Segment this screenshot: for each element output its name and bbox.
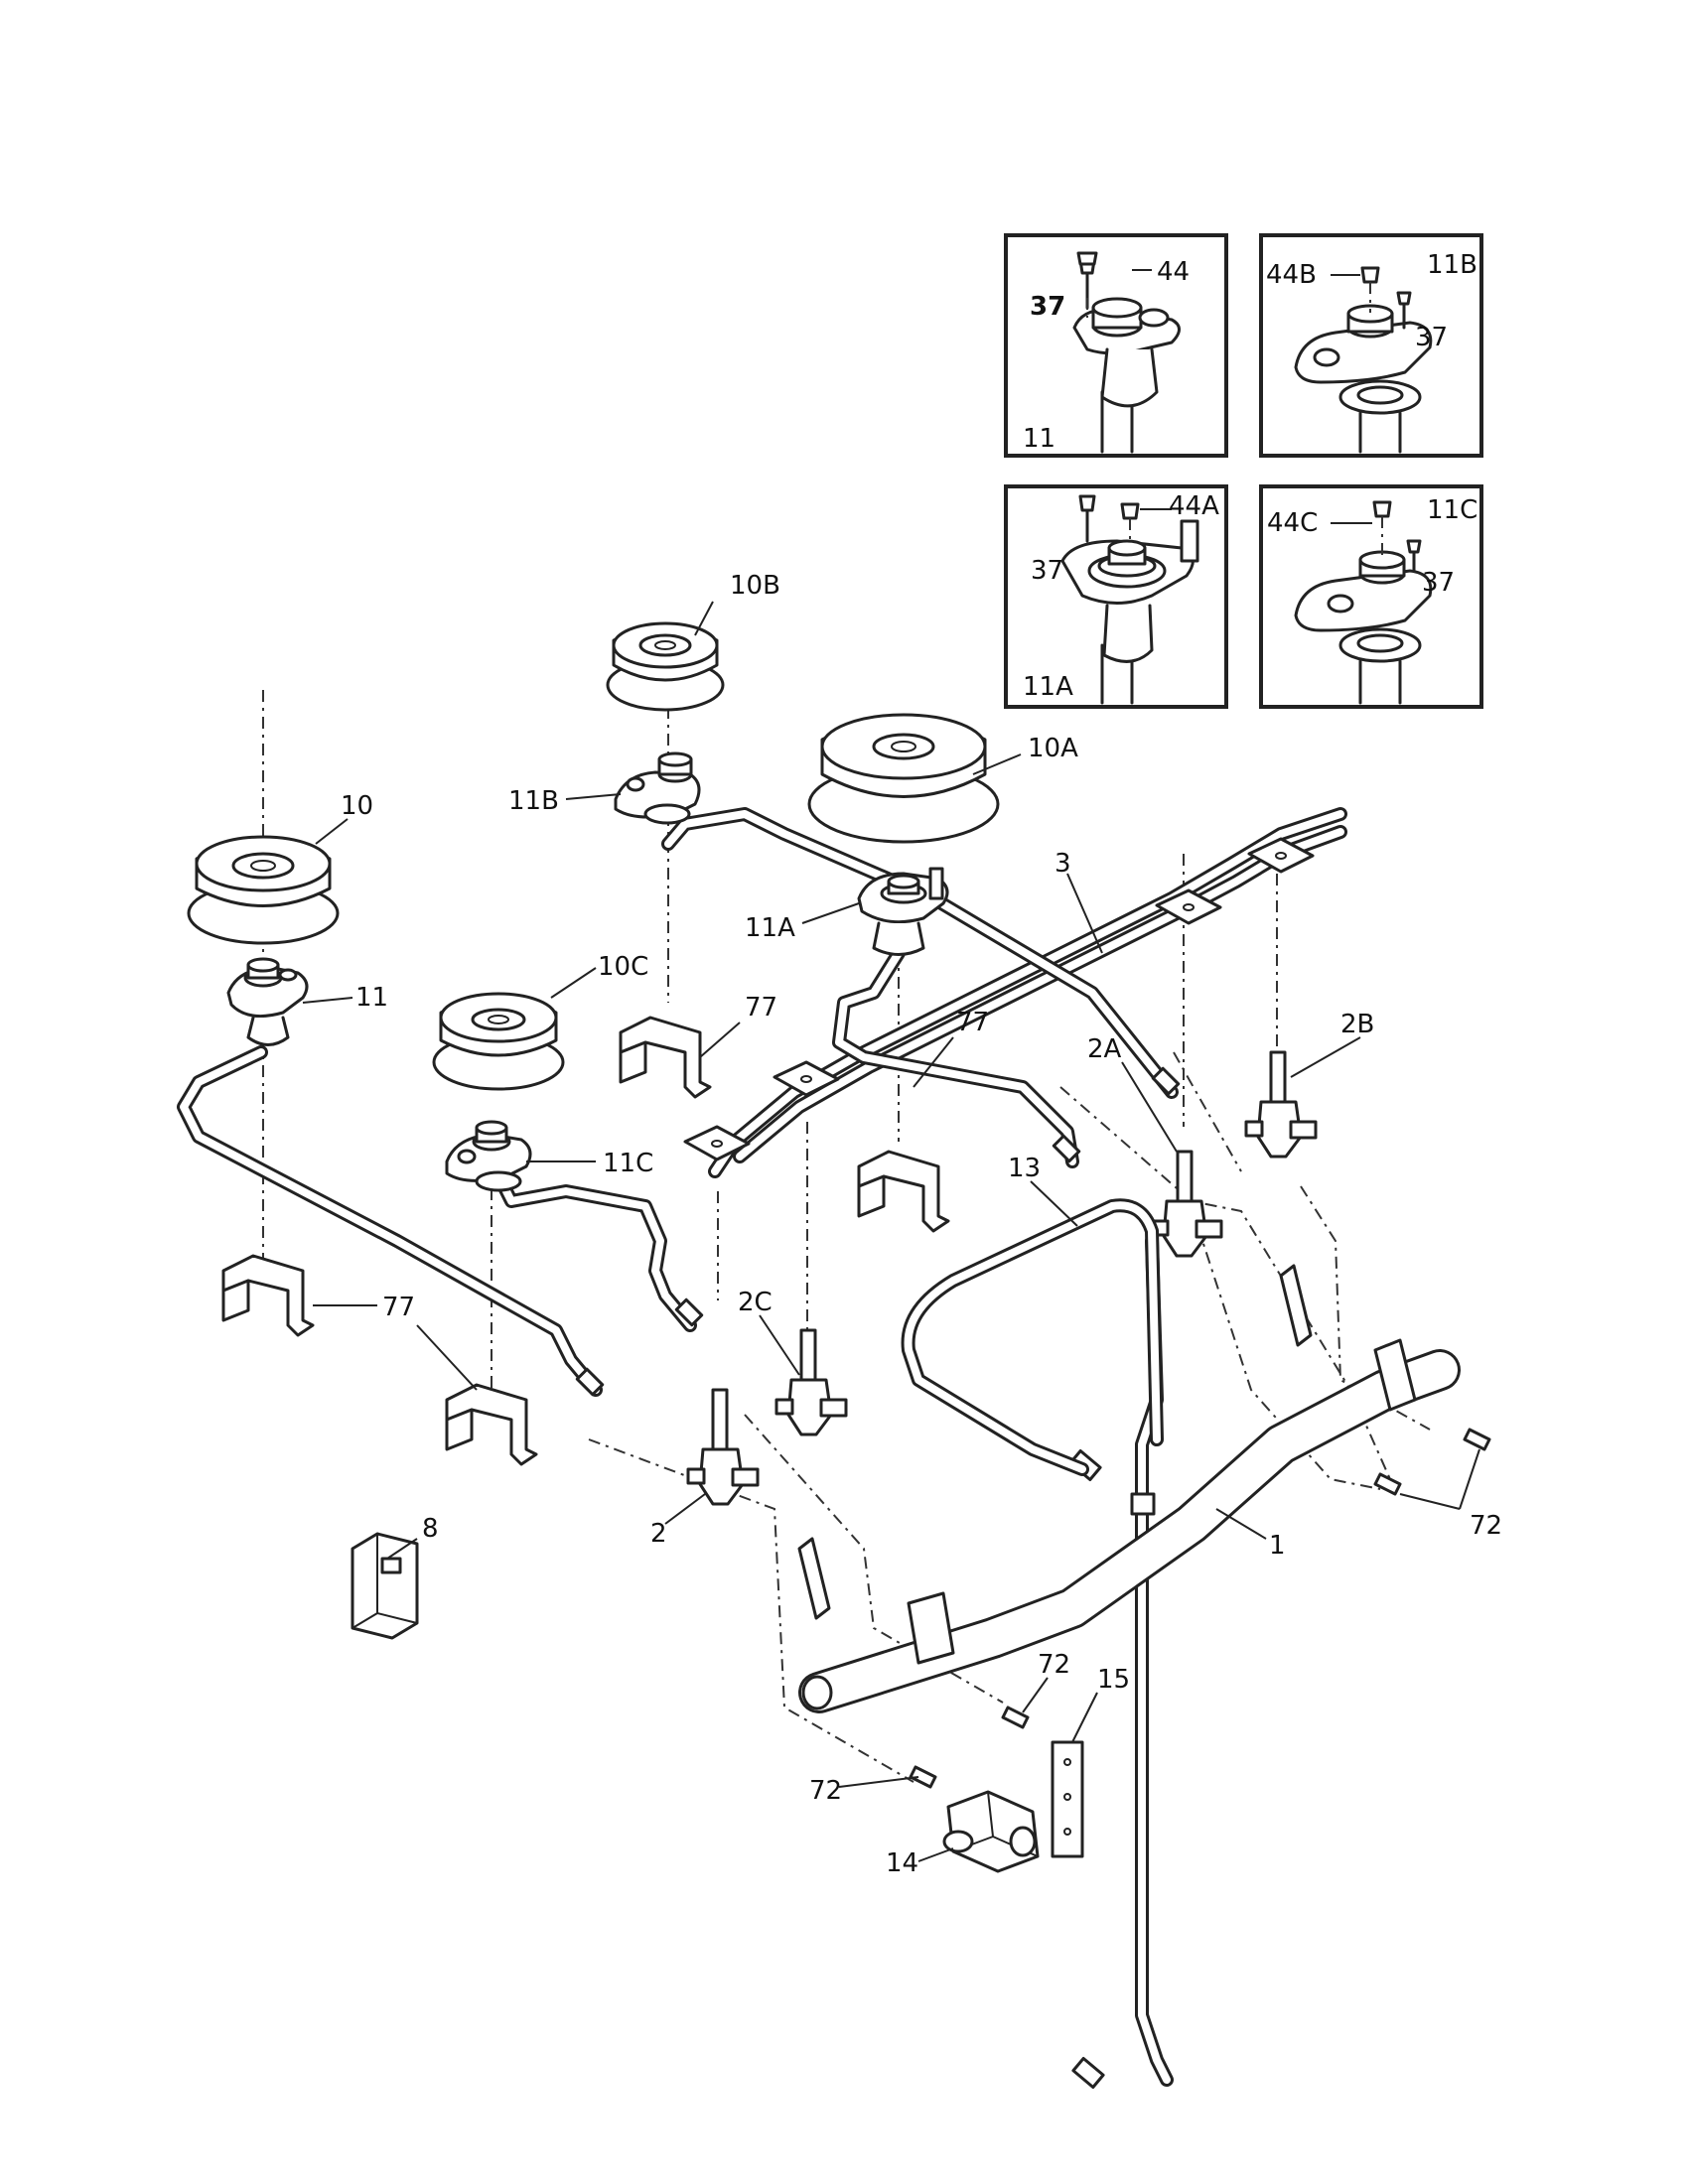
label-77-b: 77 — [956, 1008, 989, 1037]
spacer-pads — [683, 837, 1315, 1161]
part-15-bracket-plate — [1051, 1740, 1084, 1858]
bracket-77-mid — [857, 1150, 950, 1233]
tube-fittings — [575, 1066, 1181, 2089]
burner-10C — [432, 992, 565, 1091]
label-72-b: 72 — [1038, 1650, 1070, 1680]
inset-11-orifice-label: 44 — [1157, 257, 1190, 287]
valve-2 — [686, 1388, 760, 1506]
label-11: 11 — [355, 983, 388, 1013]
inset-11B-orifice-label: 44B — [1266, 260, 1317, 290]
burner-base-11C — [445, 1120, 532, 1192]
label-72-c: 72 — [809, 1776, 842, 1806]
label-77-c: 77 — [382, 1293, 415, 1322]
inset-11C: 44C 37 11C — [1259, 484, 1483, 709]
inset-11C-orifice-label: 44C — [1267, 508, 1318, 538]
inset-11-corner-label: 11 — [1023, 424, 1055, 454]
label-10B: 10B — [730, 571, 780, 601]
label-11B: 11B — [508, 786, 559, 816]
label-14: 14 — [886, 1848, 918, 1878]
screws-72 — [909, 1428, 1491, 1789]
burner-base-11A — [857, 867, 949, 956]
label-11A: 11A — [745, 913, 795, 943]
inset-11B-corner-label: 11B — [1427, 250, 1477, 280]
callout-labels: 10B 10A 10 11B 11A 11 10C 11C 3 2A 2B 77… — [341, 571, 1502, 1878]
inset-11A-corner-label: 11A — [1023, 672, 1073, 702]
label-1: 1 — [1269, 1531, 1286, 1561]
part-8-spark-module — [351, 1532, 419, 1640]
label-11C: 11C — [603, 1149, 653, 1178]
label-2C: 2C — [738, 1288, 773, 1317]
inset-11-screw-label: 37 — [1030, 292, 1065, 322]
inset-11A: 37 44A 11A — [1004, 484, 1228, 709]
inset-11C-screw-label: 37 — [1422, 568, 1455, 598]
manifold-mount-brackets — [797, 1264, 1313, 1620]
label-10A: 10A — [1028, 734, 1078, 763]
label-72-a: 72 — [1470, 1511, 1502, 1541]
label-77-a: 77 — [745, 993, 777, 1023]
label-3: 3 — [1055, 849, 1071, 879]
inset-11: 37 44 11 — [1004, 233, 1228, 458]
burner-base-11B — [614, 751, 701, 825]
burner-10A — [807, 713, 1000, 844]
inset-11C-corner-label: 11C — [1427, 495, 1477, 525]
bracket-77-bottom — [445, 1383, 538, 1466]
valve-2A — [1150, 1150, 1223, 1258]
label-15: 15 — [1097, 1665, 1130, 1695]
manifold-1 — [798, 1338, 1461, 1713]
inset-11A-screw-label: 37 — [1031, 556, 1063, 586]
label-2B: 2B — [1340, 1010, 1374, 1039]
label-2A: 2A — [1087, 1034, 1122, 1064]
bracket-77-top — [619, 1016, 712, 1099]
inset-11A-orifice-label: 44A — [1169, 491, 1219, 521]
valve-2C — [774, 1328, 848, 1436]
valve-2B — [1244, 1050, 1318, 1159]
label-2: 2 — [650, 1519, 667, 1549]
burner-10 — [187, 835, 340, 945]
burner-10B — [606, 621, 725, 712]
bracket-77-left — [221, 1254, 315, 1337]
leader-lines — [302, 601, 1480, 1862]
inset-11B: 44B 37 11B — [1259, 233, 1483, 458]
part-14-regulator — [942, 1790, 1040, 1873]
label-10: 10 — [341, 791, 373, 821]
label-8: 8 — [422, 1514, 439, 1544]
tube-13 — [901, 1198, 1164, 1476]
label-13: 13 — [1008, 1154, 1041, 1183]
inset-11B-screw-label: 37 — [1415, 323, 1448, 352]
burner-base-11 — [226, 957, 309, 1046]
label-10C: 10C — [598, 952, 648, 982]
